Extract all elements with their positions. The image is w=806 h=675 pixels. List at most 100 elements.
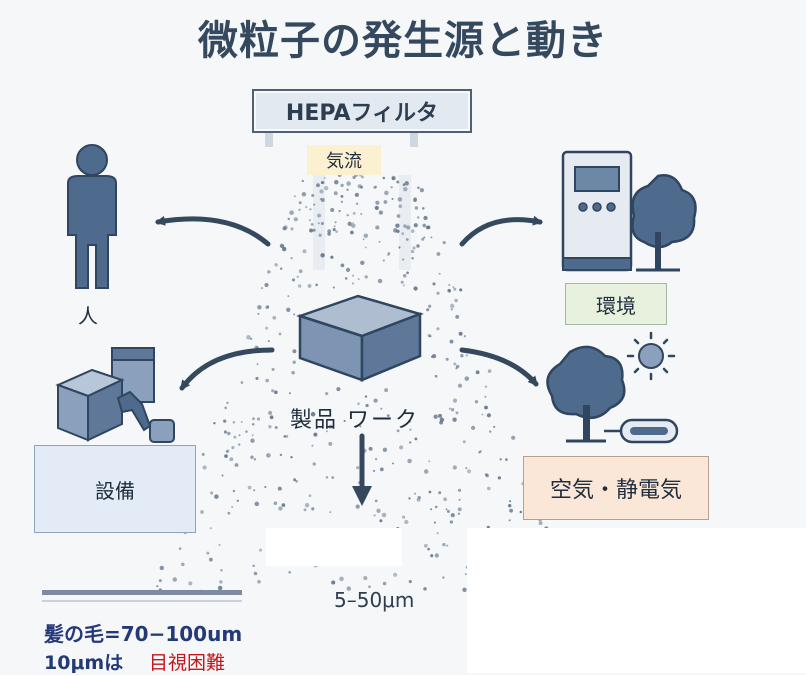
particle <box>448 283 451 287</box>
particle <box>268 425 272 429</box>
particle <box>413 223 418 228</box>
particle <box>253 458 257 461</box>
particle <box>229 457 234 462</box>
particle <box>250 337 253 340</box>
particle <box>350 230 354 235</box>
particle <box>433 521 436 524</box>
particle <box>464 376 470 381</box>
particle <box>273 501 278 505</box>
particle <box>206 551 210 555</box>
particle <box>425 225 430 230</box>
particle <box>427 547 430 551</box>
particle <box>434 505 438 509</box>
particle <box>201 452 205 456</box>
particle <box>279 243 285 249</box>
particle <box>458 331 463 336</box>
particle <box>271 367 275 371</box>
particle <box>450 408 455 412</box>
particle-size-label: 5–50μm <box>334 588 415 612</box>
particle <box>316 183 320 188</box>
particle <box>376 508 381 513</box>
particle <box>292 349 297 354</box>
particle <box>375 200 380 205</box>
particle <box>408 580 412 584</box>
particle <box>313 432 318 437</box>
particle <box>346 586 352 591</box>
particle <box>209 527 212 530</box>
particle <box>324 186 329 191</box>
particle <box>360 212 363 215</box>
particle <box>437 413 443 418</box>
particle <box>290 456 293 459</box>
particle <box>240 420 243 424</box>
particle <box>279 267 283 271</box>
arrow-to-equipment <box>179 347 275 391</box>
particle <box>406 225 411 230</box>
particle <box>452 417 457 422</box>
particle <box>459 288 463 292</box>
particle <box>428 460 431 463</box>
particle <box>413 197 418 201</box>
ten-micron-label: 10μmは <box>44 652 124 674</box>
particle <box>361 175 364 179</box>
particle <box>398 204 403 209</box>
particle <box>519 510 523 514</box>
particle <box>238 443 241 446</box>
particle <box>178 547 182 550</box>
particle <box>485 473 489 478</box>
particle <box>279 453 283 457</box>
particle <box>274 263 278 267</box>
particle <box>285 434 289 438</box>
particle <box>436 291 440 295</box>
particle <box>403 186 408 192</box>
particle <box>330 207 335 213</box>
particle <box>464 573 467 576</box>
particle <box>484 395 487 398</box>
particle <box>264 282 269 288</box>
particle <box>509 500 512 503</box>
particle <box>423 236 426 239</box>
particle <box>479 450 482 453</box>
particle <box>298 201 302 205</box>
particle <box>251 422 255 426</box>
particle <box>455 315 460 319</box>
particle <box>446 544 449 547</box>
particle <box>422 207 425 210</box>
particle <box>428 304 432 308</box>
product-cube-icon <box>296 294 424 382</box>
particle <box>245 430 248 433</box>
particle <box>438 491 442 495</box>
particle <box>217 585 223 591</box>
particle <box>384 388 389 393</box>
environment-icon <box>561 150 697 272</box>
particle <box>210 491 214 495</box>
particle <box>470 425 476 431</box>
particle <box>403 224 407 228</box>
particle <box>252 564 256 568</box>
particle <box>453 362 457 366</box>
particle <box>357 402 360 405</box>
particle <box>308 219 311 222</box>
particle <box>277 486 282 491</box>
particle <box>446 509 450 513</box>
particle <box>412 246 416 250</box>
particle <box>439 420 443 425</box>
particle <box>455 367 458 370</box>
particle <box>321 180 325 185</box>
particle <box>390 186 393 189</box>
particle <box>398 246 401 249</box>
particle <box>292 360 296 364</box>
particle <box>327 232 331 236</box>
arrow-to-air <box>459 347 539 387</box>
particle <box>387 252 391 255</box>
particle <box>357 184 362 189</box>
particle <box>493 425 496 428</box>
particle <box>381 512 387 518</box>
particle <box>428 490 432 494</box>
particle <box>410 229 415 233</box>
particle <box>291 278 296 282</box>
particle <box>413 198 417 202</box>
particle <box>450 308 453 311</box>
particle <box>433 414 438 419</box>
